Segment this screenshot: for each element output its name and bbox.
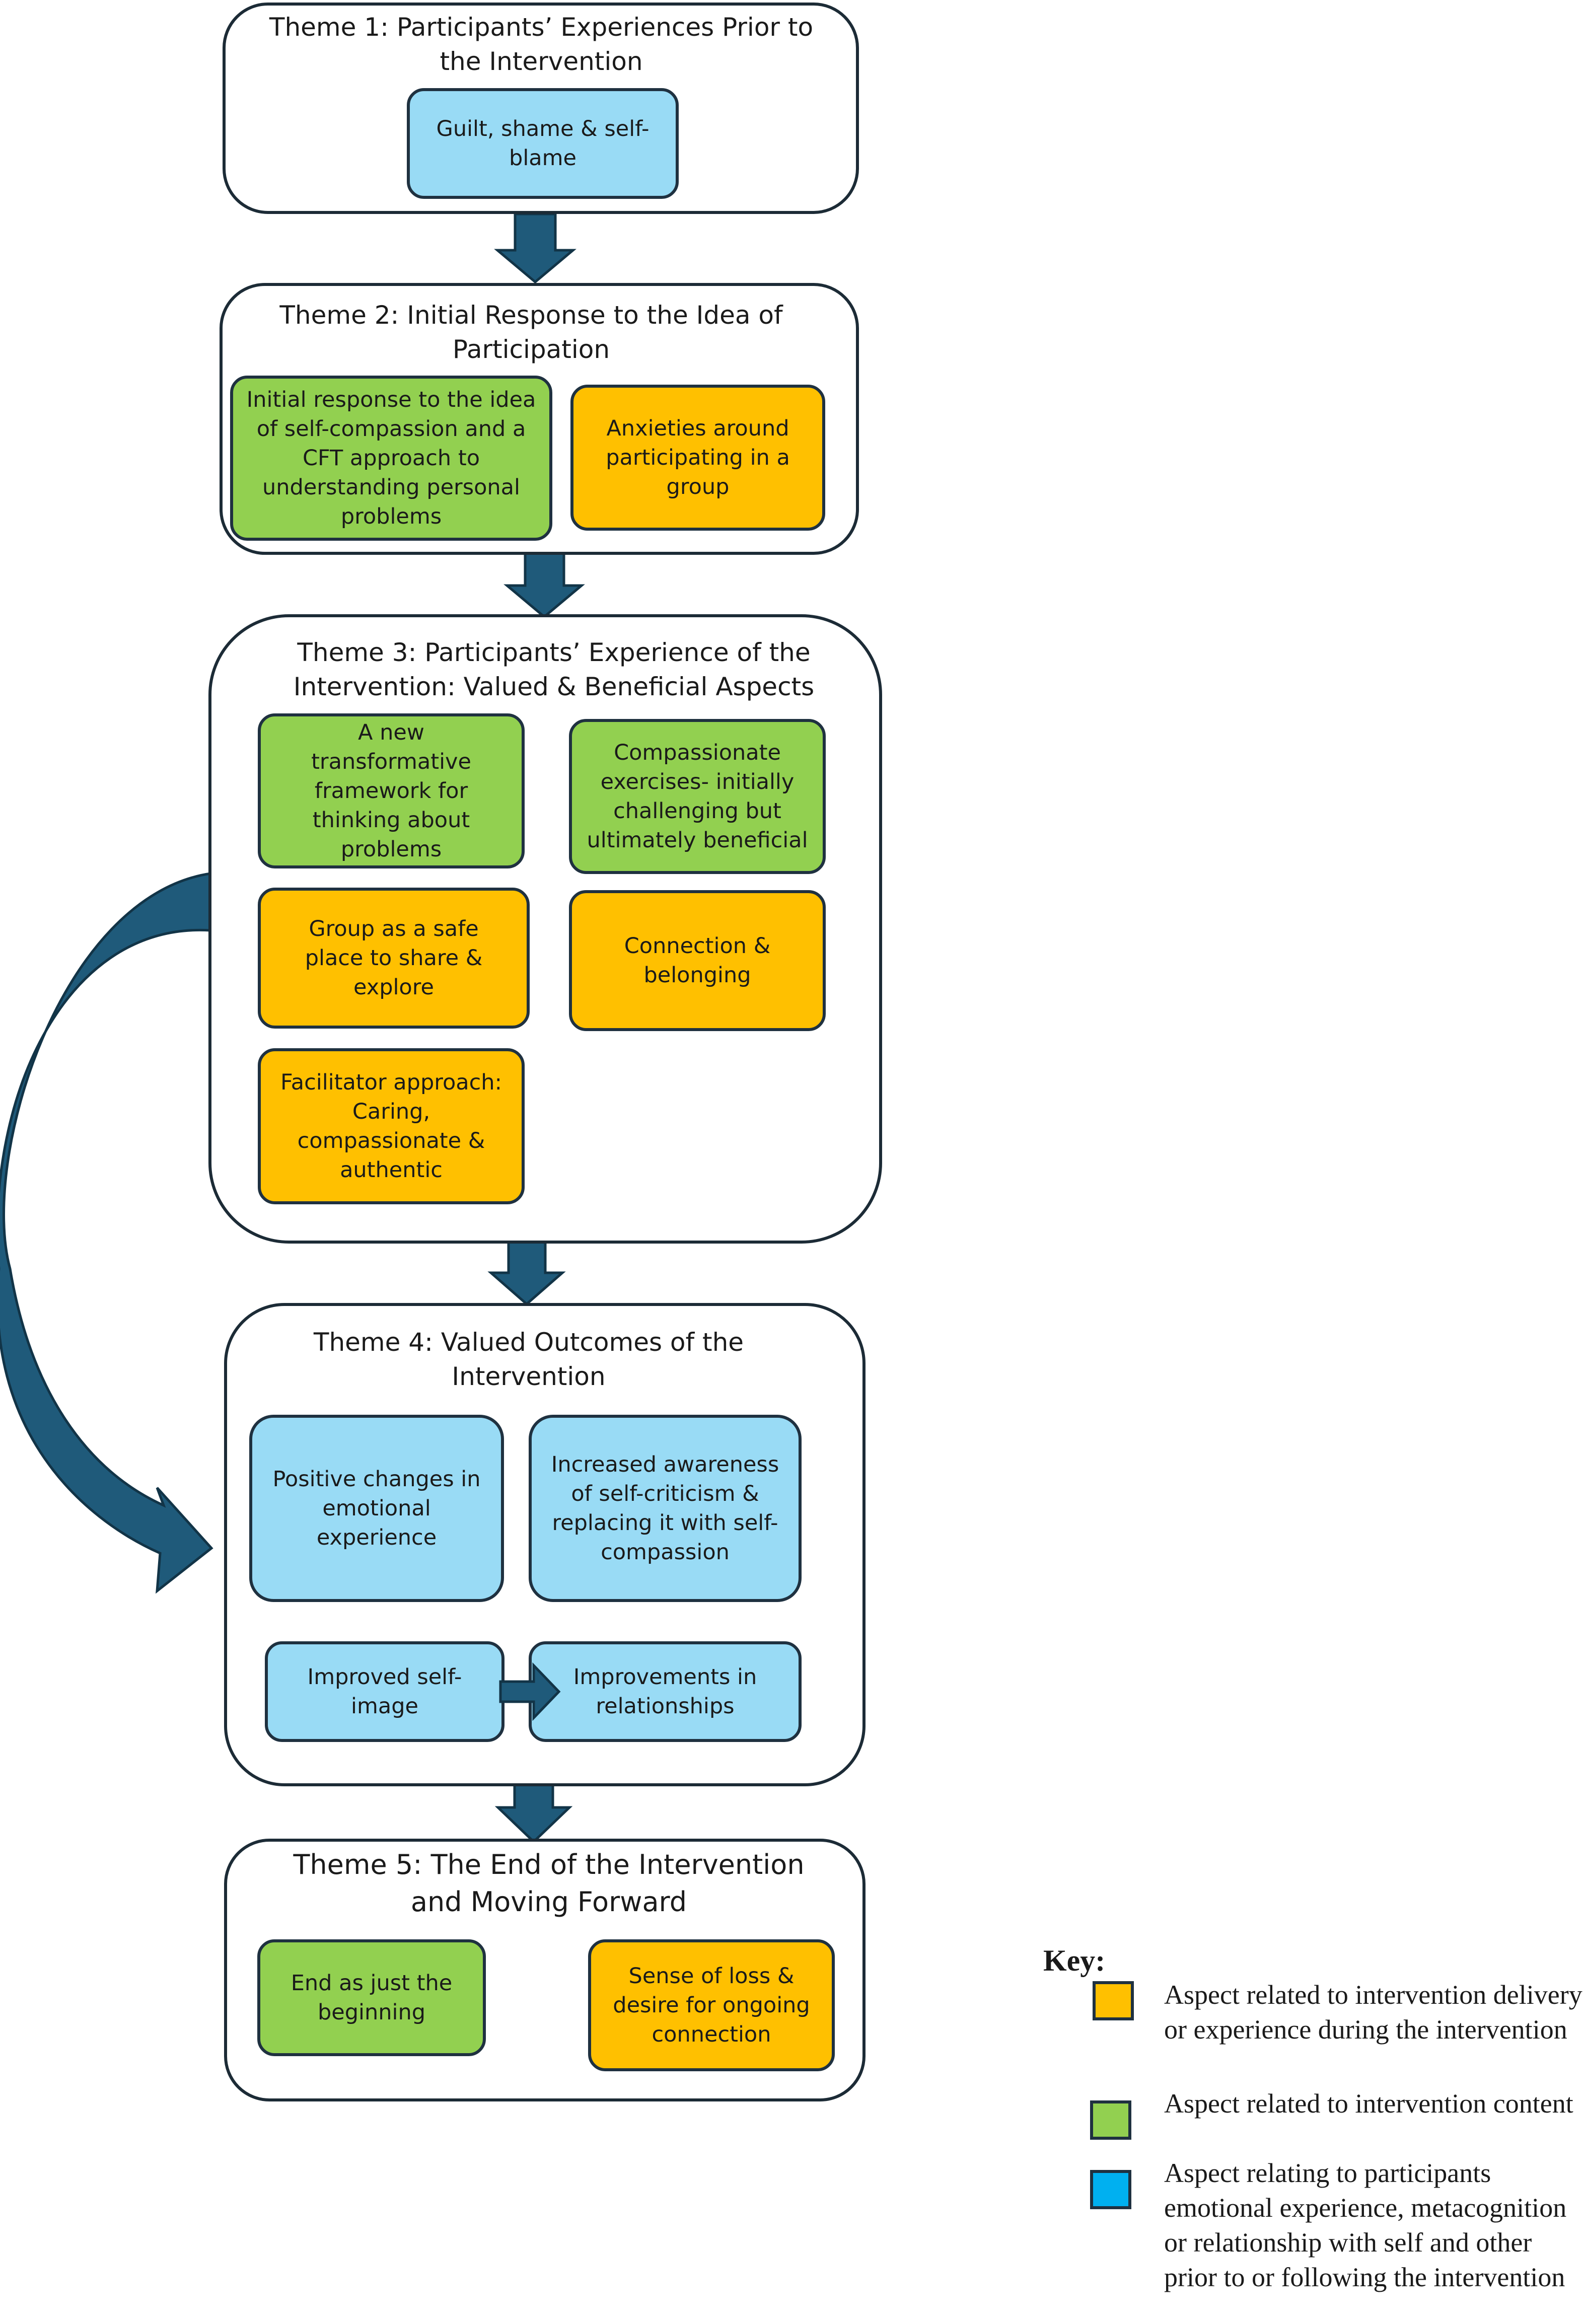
theme-2-box-initial-response: Initial response to the idea of self-com… [230, 376, 552, 541]
theme-3-box-group-safe-place: Group as a safe place to share & explore [258, 888, 530, 1029]
theme-3-box-compassionate-exercises: Compassionate exercises- initially chall… [569, 719, 826, 874]
theme-4-box-improvements-relationships: Improvements in relationships [529, 1641, 802, 1742]
arrow-theme1-to-theme2 [494, 212, 576, 284]
key-swatch-orange [1093, 1981, 1134, 2020]
theme-2-box-anxieties: Anxieties around participating in a grou… [570, 385, 825, 531]
curved-arrow-theme3-to-theme4 [0, 872, 213, 1594]
theme-4-box-increased-awareness: Increased awareness of self-criticism & … [529, 1415, 802, 1602]
theme-3-box-new-framework: A new transformative framework for think… [258, 713, 525, 868]
key-swatch-green [1090, 2100, 1131, 2140]
theme-5-box-end-as-beginning: End as just the beginning [257, 1939, 486, 2056]
arrow-theme2-to-theme3 [503, 549, 585, 619]
theme-2-title: Theme 2: Initial Response to the Idea of… [279, 301, 783, 364]
key-label-emotional: Aspect relating to participants emotiona… [1164, 2158, 1567, 2292]
arrow-self-image-to-relationships [499, 1662, 561, 1721]
arrow-theme4-to-theme5 [494, 1778, 573, 1844]
theme-1-title: Theme 1: Participants’ Experiences Prior… [269, 13, 814, 76]
theme-4-box-improved-self-image: Improved self-image [265, 1641, 504, 1742]
theme-3-box-connection-belonging: Connection & belonging [569, 890, 826, 1031]
key-title: Key: [1043, 1944, 1106, 1977]
theme-4-title: Theme 4: Valued Outcomes of the Interven… [313, 1328, 744, 1391]
theme-3-title: Theme 3: Participants’ Experience of the… [293, 638, 815, 701]
theme-5-box-sense-of-loss: Sense of loss & desire for ongoing conne… [588, 1939, 835, 2071]
theme-3-box-facilitator-approach: Facilitator approach: Caring, compassion… [258, 1048, 525, 1204]
key-swatch-blue [1090, 2170, 1131, 2209]
key-label-content: Aspect related to intervention content [1164, 2088, 1573, 2119]
key-label-delivery: Aspect related to intervention delivery … [1164, 1980, 1582, 2045]
theme-1-box-guilt-shame: Guilt, shame & self-blame [407, 88, 679, 199]
arrow-theme3-to-theme4 [487, 1234, 566, 1306]
theme-4-box-positive-changes: Positive changes in emotional experience [249, 1415, 504, 1602]
theme-5-title: Theme 5: The End of the Intervention and… [293, 1849, 805, 1918]
